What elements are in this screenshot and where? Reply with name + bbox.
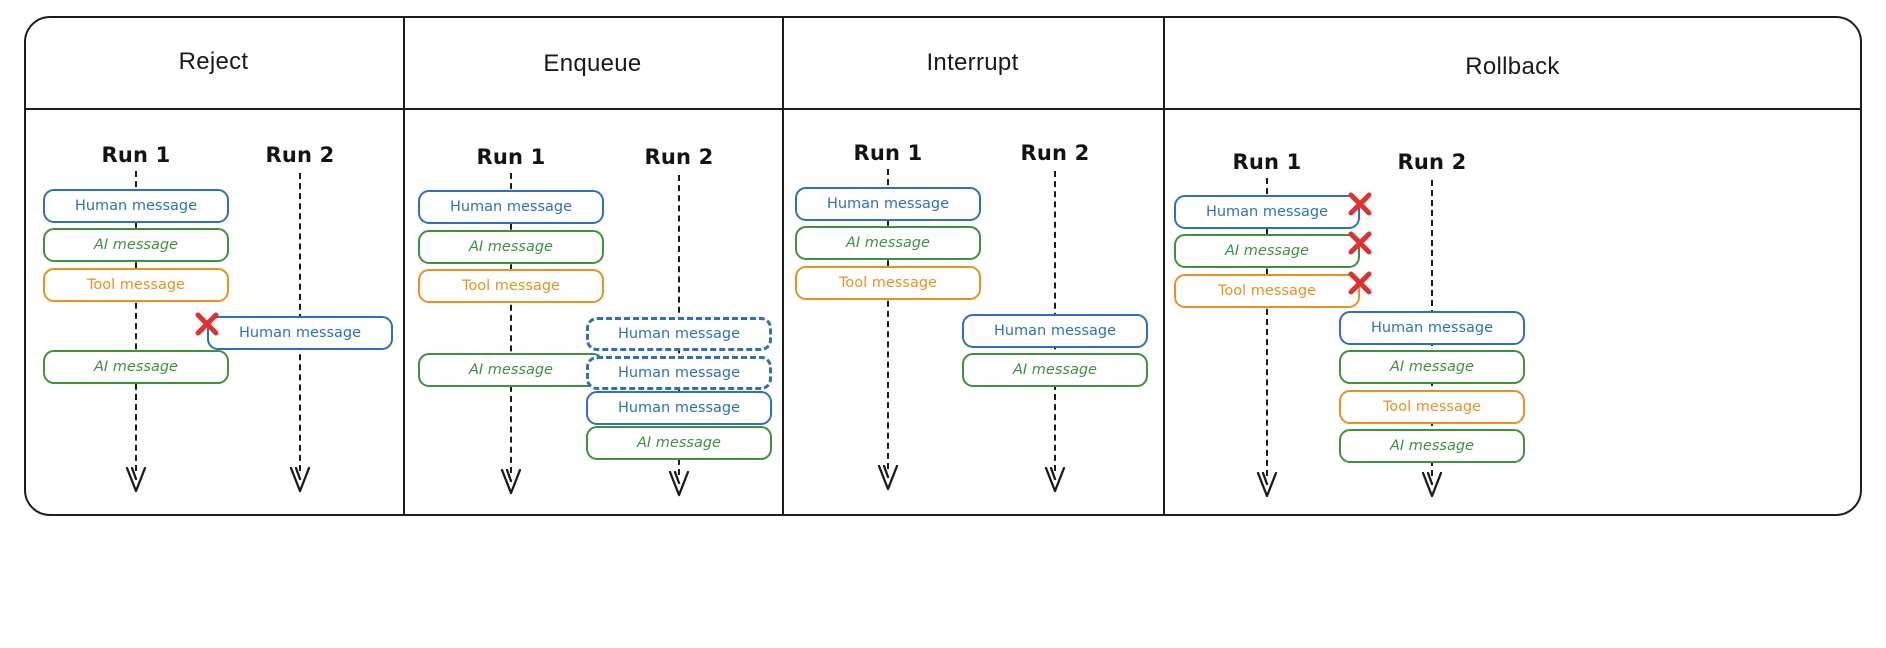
- message-box-ai: AI message: [1339, 350, 1525, 384]
- reject-x-icon: [1347, 191, 1373, 217]
- message-label: Human message: [238, 325, 362, 341]
- message-box-human: Human message: [43, 189, 229, 223]
- reject-x-icon: [1347, 270, 1373, 296]
- panel-reject: Reject: [24, 16, 403, 516]
- message-box-tool: Tool message: [795, 266, 981, 300]
- message-box-ai: AI message: [962, 353, 1148, 387]
- lifeline-arrowhead-rollback-run-2: [1419, 471, 1445, 505]
- lifeline-arrowhead-interrupt-run-1: [875, 464, 901, 498]
- message-label: Tool message: [1383, 399, 1481, 415]
- panel-header-divider-reject: [24, 108, 403, 110]
- message-label: AI message: [846, 235, 930, 251]
- message-box-ai: AI message: [795, 226, 981, 260]
- message-box-human: Human message: [418, 190, 604, 224]
- message-box-human: Human message: [207, 316, 393, 350]
- panel-interrupt: Interrupt: [782, 16, 1163, 516]
- message-box-tool: Tool message: [418, 269, 604, 303]
- panel-title-text: Reject: [178, 48, 249, 75]
- message-label: AI message: [469, 362, 553, 378]
- message-box-human: Human message: [586, 317, 772, 351]
- lifeline-reject-run-1: [135, 171, 137, 471]
- message-label: Tool message: [87, 277, 185, 293]
- panel-header-divider-enqueue: [403, 108, 782, 110]
- message-box-tool: Tool message: [43, 268, 229, 302]
- message-label: AI message: [1013, 362, 1097, 378]
- panel-title-text: Enqueue: [543, 50, 642, 77]
- message-label: Tool message: [1218, 283, 1316, 299]
- message-box-human: Human message: [586, 356, 772, 390]
- panel-divider-interrupt: [782, 16, 784, 516]
- run-label-reject-run-2: Run 2: [265, 143, 335, 167]
- message-box-ai: AI message: [418, 230, 604, 264]
- message-label: AI message: [1390, 359, 1474, 375]
- message-label: AI message: [1390, 438, 1474, 454]
- message-label: AI message: [637, 435, 721, 451]
- message-label: AI message: [94, 359, 178, 375]
- panel-rollback: Rollback: [1163, 16, 1862, 516]
- message-box-human: Human message: [795, 187, 981, 221]
- reject-x-icon: [1347, 230, 1373, 256]
- message-label: Human message: [1370, 320, 1494, 336]
- run-label-reject-run-1: Run 1: [101, 143, 171, 167]
- run-label-enqueue-run-1: Run 1: [476, 145, 546, 169]
- lifeline-arrowhead-interrupt-run-2: [1042, 466, 1068, 500]
- reject-x-icon: [194, 311, 220, 337]
- message-label: Human message: [449, 199, 573, 215]
- panel-header-divider-rollback: [1163, 108, 1862, 110]
- panel-title-rollback: Rollback: [1163, 16, 1862, 108]
- lifeline-arrowhead-enqueue-run-1: [498, 468, 524, 502]
- message-label: Human message: [617, 365, 741, 381]
- panel-divider-rollback: [1163, 16, 1165, 516]
- message-label: AI message: [469, 239, 553, 255]
- message-box-ai: AI message: [43, 350, 229, 384]
- message-label: AI message: [1225, 243, 1309, 259]
- message-box-human: Human message: [1339, 311, 1525, 345]
- run-label-rollback-run-2: Run 2: [1397, 150, 1467, 174]
- message-label: Human message: [617, 400, 741, 416]
- panel-title-text: Interrupt: [926, 49, 1019, 76]
- message-label: AI message: [94, 237, 178, 253]
- panel-title-interrupt: Interrupt: [782, 16, 1163, 108]
- lifeline-rollback-run-1: [1266, 178, 1268, 476]
- message-box-ai: AI message: [43, 228, 229, 262]
- message-label: Human message: [74, 198, 198, 214]
- lifeline-arrowhead-reject-run-1: [123, 466, 149, 500]
- lifeline-enqueue-run-1: [510, 173, 512, 473]
- message-box-tool: Tool message: [1339, 390, 1525, 424]
- run-label-rollback-run-1: Run 1: [1232, 150, 1302, 174]
- panel-title-enqueue: Enqueue: [403, 16, 782, 108]
- run-label-interrupt-run-2: Run 2: [1020, 141, 1090, 165]
- message-box-tool: Tool message: [1174, 274, 1360, 308]
- message-box-ai: AI message: [418, 353, 604, 387]
- message-label: Human message: [993, 323, 1117, 339]
- message-box-human: Human message: [1174, 195, 1360, 229]
- message-box-ai: AI message: [1339, 429, 1525, 463]
- message-label: Human message: [1205, 204, 1329, 220]
- message-label: Human message: [826, 196, 950, 212]
- lifeline-arrowhead-rollback-run-1: [1254, 471, 1280, 505]
- panel-title-text: Rollback: [1465, 52, 1560, 80]
- run-label-interrupt-run-1: Run 1: [853, 141, 923, 165]
- message-box-ai: AI message: [1174, 234, 1360, 268]
- message-label: Tool message: [462, 278, 560, 294]
- lifeline-arrowhead-reject-run-2: [287, 466, 313, 500]
- lifeline-arrowhead-enqueue-run-2: [666, 470, 692, 504]
- message-box-human: Human message: [962, 314, 1148, 348]
- panel-divider-enqueue: [403, 16, 405, 516]
- panel-header-divider-interrupt: [782, 108, 1163, 110]
- run-label-enqueue-run-2: Run 2: [644, 145, 714, 169]
- message-box-human: Human message: [586, 391, 772, 425]
- message-box-ai: AI message: [586, 426, 772, 460]
- message-label: Tool message: [839, 275, 937, 291]
- message-label: Human message: [617, 326, 741, 342]
- panel-title-reject: Reject: [24, 16, 403, 108]
- lifeline-interrupt-run-1: [887, 169, 889, 469]
- panel-enqueue: Enqueue: [403, 16, 782, 516]
